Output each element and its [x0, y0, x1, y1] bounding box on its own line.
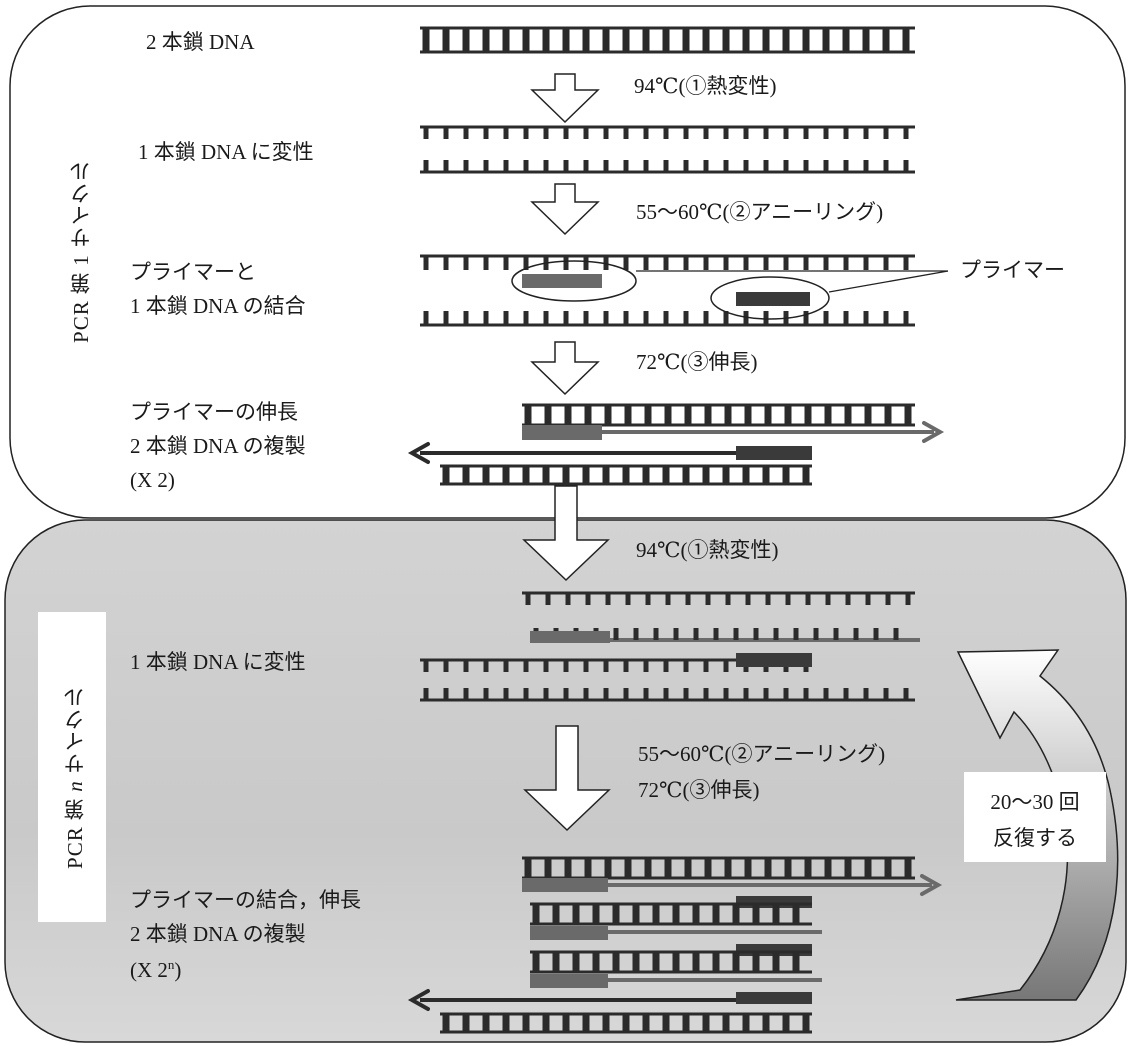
step-anneal-label: 55～60℃(②アニーリング)	[636, 200, 884, 224]
extension-label-line2: 2 本鎖 DNA の複製	[130, 922, 306, 946]
repeat-curve-arrow	[955, 649, 1119, 1001]
primer-block	[736, 292, 810, 306]
cycle1-side-label: PCR 第 1 サイクル	[69, 160, 93, 343]
cyclen-label-box	[38, 612, 106, 922]
extension-label-line1: プライマーの結合，伸長	[130, 888, 361, 912]
repeat-count-box: 20～30 回 反復する	[964, 772, 1106, 862]
down-arrow	[530, 183, 600, 236]
repeat-count-label: 20～30 回	[990, 790, 1080, 814]
primer-block	[736, 992, 812, 1004]
extension-arrowhead	[407, 989, 430, 1011]
cyclen-side-label: PCR 第 n サイクル	[60, 686, 90, 869]
extension-count-sup: n	[167, 957, 175, 972]
primer-block	[522, 274, 602, 288]
primer-block	[522, 425, 602, 440]
cyclen-side-label-suffix: サイクル	[63, 686, 87, 774]
primer-binding-label-line1: プライマーと	[130, 260, 256, 284]
down-arrow	[522, 485, 610, 582]
step-extend-label: 72℃(③伸長)	[636, 350, 758, 374]
primer-block	[530, 631, 610, 643]
extension-label-line3: (X 2n)	[130, 958, 181, 981]
primer-highlight-ellipse	[710, 276, 830, 320]
extension-arrowhead	[407, 442, 430, 464]
primer-block	[530, 974, 608, 988]
primer-block	[736, 653, 812, 667]
down-arrow	[523, 725, 611, 832]
denatured-label: 1 本鎖 DNA に変性	[138, 140, 314, 164]
primer-highlight-ellipse	[511, 260, 637, 302]
extension-arrowhead	[922, 421, 945, 443]
extension-label-line3: (X 2)	[130, 468, 175, 492]
step-denature-label: 94℃(①熱変性)	[634, 74, 777, 98]
extension-arrowhead	[920, 874, 943, 896]
primer-callout-label: プライマー	[960, 258, 1065, 282]
extension-count-prefix: (X 2	[130, 958, 168, 982]
callout-line	[828, 270, 949, 293]
down-arrow	[530, 341, 600, 396]
primer-block	[530, 926, 608, 940]
denatured-label: 1 本鎖 DNA に変性	[130, 650, 306, 674]
ds-dna-label: 2 本鎖 DNA	[146, 30, 255, 54]
step-extend-label: 72℃(③伸長)	[638, 778, 760, 802]
cyclen-side-label-n: n	[63, 780, 87, 792]
step-denature-label: 94℃(①熱変性)	[636, 538, 779, 562]
primer-block	[736, 446, 812, 460]
primer-block	[522, 878, 608, 892]
step-anneal-label: 55～60℃(②アニーリング)	[638, 742, 886, 766]
extension-label-line2: 2 本鎖 DNA の複製	[130, 434, 306, 458]
extension-label-line1: プライマーの伸長	[130, 400, 298, 424]
primer-binding-label-line2: 1 本鎖 DNA の結合	[130, 294, 306, 318]
down-arrow	[530, 73, 600, 124]
extension-count-suffix: )	[174, 958, 182, 982]
dna-strands	[407, 26, 945, 1034]
cyclen-side-label-prefix: PCR 第	[63, 798, 87, 869]
repeat-action-label: 反復する	[993, 826, 1077, 850]
